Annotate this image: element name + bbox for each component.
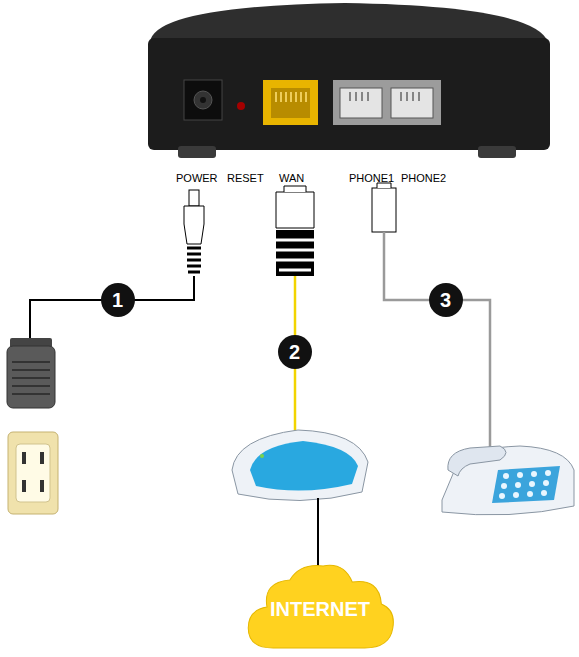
power-plug-ribs	[187, 248, 201, 272]
port-label: PHONE1	[349, 172, 394, 185]
device-front	[148, 38, 550, 150]
power-plug-body	[184, 206, 204, 244]
callout-disc	[101, 283, 135, 317]
phone1-socket	[340, 88, 382, 118]
port-label: WAN	[279, 172, 304, 185]
router-shell	[232, 430, 368, 501]
telephone-keypad	[492, 466, 560, 503]
phone-cable	[384, 232, 490, 455]
power-adapter	[7, 346, 55, 408]
wan-socket	[271, 88, 310, 118]
wall-outlet	[8, 432, 58, 514]
wan-port	[263, 80, 318, 125]
wan-plug-head	[276, 192, 314, 228]
router-panel	[250, 441, 358, 491]
outlet-slot	[22, 452, 26, 464]
callout-number: 1	[112, 289, 123, 311]
port-label: PHONE2	[401, 172, 446, 185]
phone-plug	[372, 188, 396, 232]
power-jack-hole	[194, 91, 212, 109]
adapter-ribs	[12, 362, 50, 394]
power-jack-pin	[200, 97, 206, 103]
telephone-handset	[448, 446, 506, 476]
callout-disc	[429, 283, 463, 317]
router-led	[260, 454, 264, 458]
internet-cloud: INTERNET	[242, 560, 398, 655]
internet-line	[317, 498, 319, 566]
port-label: RESET	[227, 172, 264, 185]
outlet-slot	[40, 480, 44, 492]
outlet-slot	[40, 452, 44, 464]
device-top	[150, 3, 548, 42]
callout-number: 2	[289, 341, 300, 363]
keypad-keys	[499, 470, 551, 499]
phone-pins	[350, 92, 419, 101]
telephone-body	[442, 446, 574, 515]
reset-button	[237, 102, 245, 110]
callout-number: 3	[440, 289, 451, 311]
power-cable	[30, 276, 194, 340]
phone-port-panel	[333, 80, 441, 125]
callout-disc	[278, 335, 312, 369]
cloud-label: INTERNET	[242, 598, 398, 621]
outlet-slot	[22, 480, 26, 492]
power-plug-tip	[189, 190, 199, 206]
device-foot	[178, 146, 216, 158]
power-jack	[184, 80, 222, 120]
wan-pins	[276, 92, 306, 102]
port-label: POWER	[176, 172, 218, 185]
outlet-plate	[16, 444, 50, 502]
wan-plug-boot	[276, 230, 314, 276]
wan-plug-clip	[284, 186, 306, 192]
device-foot	[478, 146, 516, 158]
phone2-socket	[391, 88, 433, 118]
wan-plug-ribs	[276, 240, 314, 270]
